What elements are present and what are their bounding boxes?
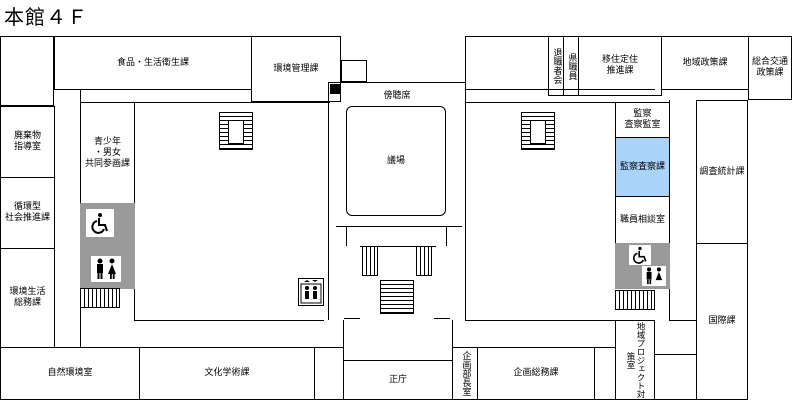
room-label: 傍聴席	[383, 90, 411, 101]
room-label: 監察 査察監室	[624, 109, 661, 130]
hall-line	[360, 246, 436, 247]
stairs-icon	[80, 288, 120, 308]
room-gallery[interactable]: 傍聴席	[330, 86, 464, 106]
hall-line	[446, 226, 447, 246]
room-empty-top-right	[465, 36, 549, 90]
stairs-icon	[341, 60, 367, 82]
room-label: 退職者会	[551, 48, 562, 84]
hall-line	[346, 226, 347, 246]
room-food-hygiene[interactable]: 食品・生活衛生課	[54, 36, 252, 90]
room-label: 議場	[386, 155, 405, 166]
room-main-hall[interactable]: 正庁	[343, 360, 453, 400]
room-env-life-general[interactable]: 環境生活 総務課	[0, 248, 55, 348]
room-transport-policy[interactable]: 総合交通 政策課	[748, 36, 792, 100]
room-international[interactable]: 国際課	[696, 243, 748, 400]
room-label: 企画総務課	[513, 368, 559, 378]
room-empty-bottom-right	[594, 347, 616, 400]
room-migration[interactable]: 移住定住 推進課	[578, 36, 662, 96]
hall-line	[452, 320, 453, 360]
room-regional-policy[interactable]: 地域政策課	[661, 36, 749, 90]
stairs-icon	[416, 246, 432, 276]
hall-outline	[328, 82, 329, 320]
room-label: 循環型 社会推進課	[4, 202, 50, 223]
room-label: 企画部長室	[460, 351, 471, 396]
room-culture[interactable]: 文化学術課	[139, 347, 315, 400]
corridor-line	[465, 102, 615, 103]
room-label: 食品・生活衛生課	[116, 57, 189, 68]
stairs-icon	[615, 290, 655, 310]
room-label: 環境管理課	[273, 63, 319, 74]
room-assembly[interactable]: 議場	[346, 106, 446, 216]
corridor-line	[80, 319, 81, 348]
stairs-icon	[362, 246, 378, 276]
room-regional-project[interactable]: 地域プロジェクト対策室	[615, 320, 655, 400]
room-label: 移住定住 推進課	[601, 55, 638, 76]
room-label: 青少年 ・男女 共同参画課	[84, 136, 130, 169]
room-env-mgmt[interactable]: 環境管理課	[251, 36, 341, 102]
room-planning-chief[interactable]: 企画部長室	[452, 347, 478, 400]
room-empty-bottom	[314, 347, 344, 400]
room-label: 総合交通 政策課	[751, 57, 788, 78]
room-retiree-assoc[interactable]: 退職者会	[548, 36, 564, 96]
room-planning-general[interactable]: 企画総務課	[477, 347, 595, 400]
hall-line	[434, 318, 450, 319]
stair-block-top	[330, 84, 340, 94]
restroom-icon	[642, 266, 666, 286]
corridor-line	[669, 320, 697, 321]
corridor-line	[134, 102, 330, 103]
room-label: 監察査察課	[619, 161, 665, 172]
hall-outline	[328, 82, 466, 83]
room-empty-top-left	[0, 36, 54, 106]
room-youth-gender[interactable]: 青少年 ・男女 共同参画課	[80, 102, 135, 204]
room-label: 調査統計課	[699, 166, 745, 177]
corridor-line	[80, 89, 252, 90]
room-circular-society[interactable]: 循環型 社会推進課	[0, 177, 55, 249]
room-label: 地域政策課	[682, 57, 728, 68]
hall-outline	[465, 82, 466, 320]
room-waste-guidance[interactable]: 廃棄物 指導室	[0, 106, 55, 178]
room-nature-env[interactable]: 自然環境室	[0, 347, 140, 400]
room-label: 国際課	[708, 316, 736, 326]
room-staff-consult[interactable]: 職員相談室	[615, 196, 670, 244]
room-label: 自然環境室	[47, 368, 93, 378]
floor-title: 本館４Ｆ	[4, 5, 88, 29]
stairs-icon	[530, 120, 546, 144]
stairs-icon	[228, 120, 244, 144]
elevator-icon	[298, 278, 324, 306]
room-label: 廃棄物 指導室	[13, 131, 41, 152]
wheelchair-icon	[86, 209, 114, 237]
stairs-icon	[380, 280, 414, 314]
corridor-line	[134, 320, 324, 321]
corridor-line	[465, 320, 615, 321]
wheelchair-icon	[629, 245, 651, 265]
hall-line	[343, 320, 344, 360]
room-audit-division[interactable]: 監察査察課	[615, 137, 670, 197]
room-stats[interactable]: 調査統計課	[696, 100, 748, 244]
room-county-staff[interactable]: 県職員	[563, 36, 579, 96]
room-label: 環境生活 総務課	[9, 287, 46, 308]
hall-line	[336, 226, 462, 227]
corridor-line	[465, 89, 655, 90]
room-audit-office[interactable]: 監察 査察監室	[615, 102, 670, 138]
room-label: 正庁	[388, 374, 407, 385]
room-label: 県職員	[566, 52, 577, 80]
room-label: 職員相談室	[619, 214, 665, 225]
room-label: 文化学術課	[204, 368, 250, 378]
restroom-icon	[91, 256, 121, 282]
hall-line	[344, 318, 360, 319]
room-empty-bottom-right-2	[654, 354, 697, 400]
room-label: 地域プロジェクト対策室	[625, 321, 645, 399]
